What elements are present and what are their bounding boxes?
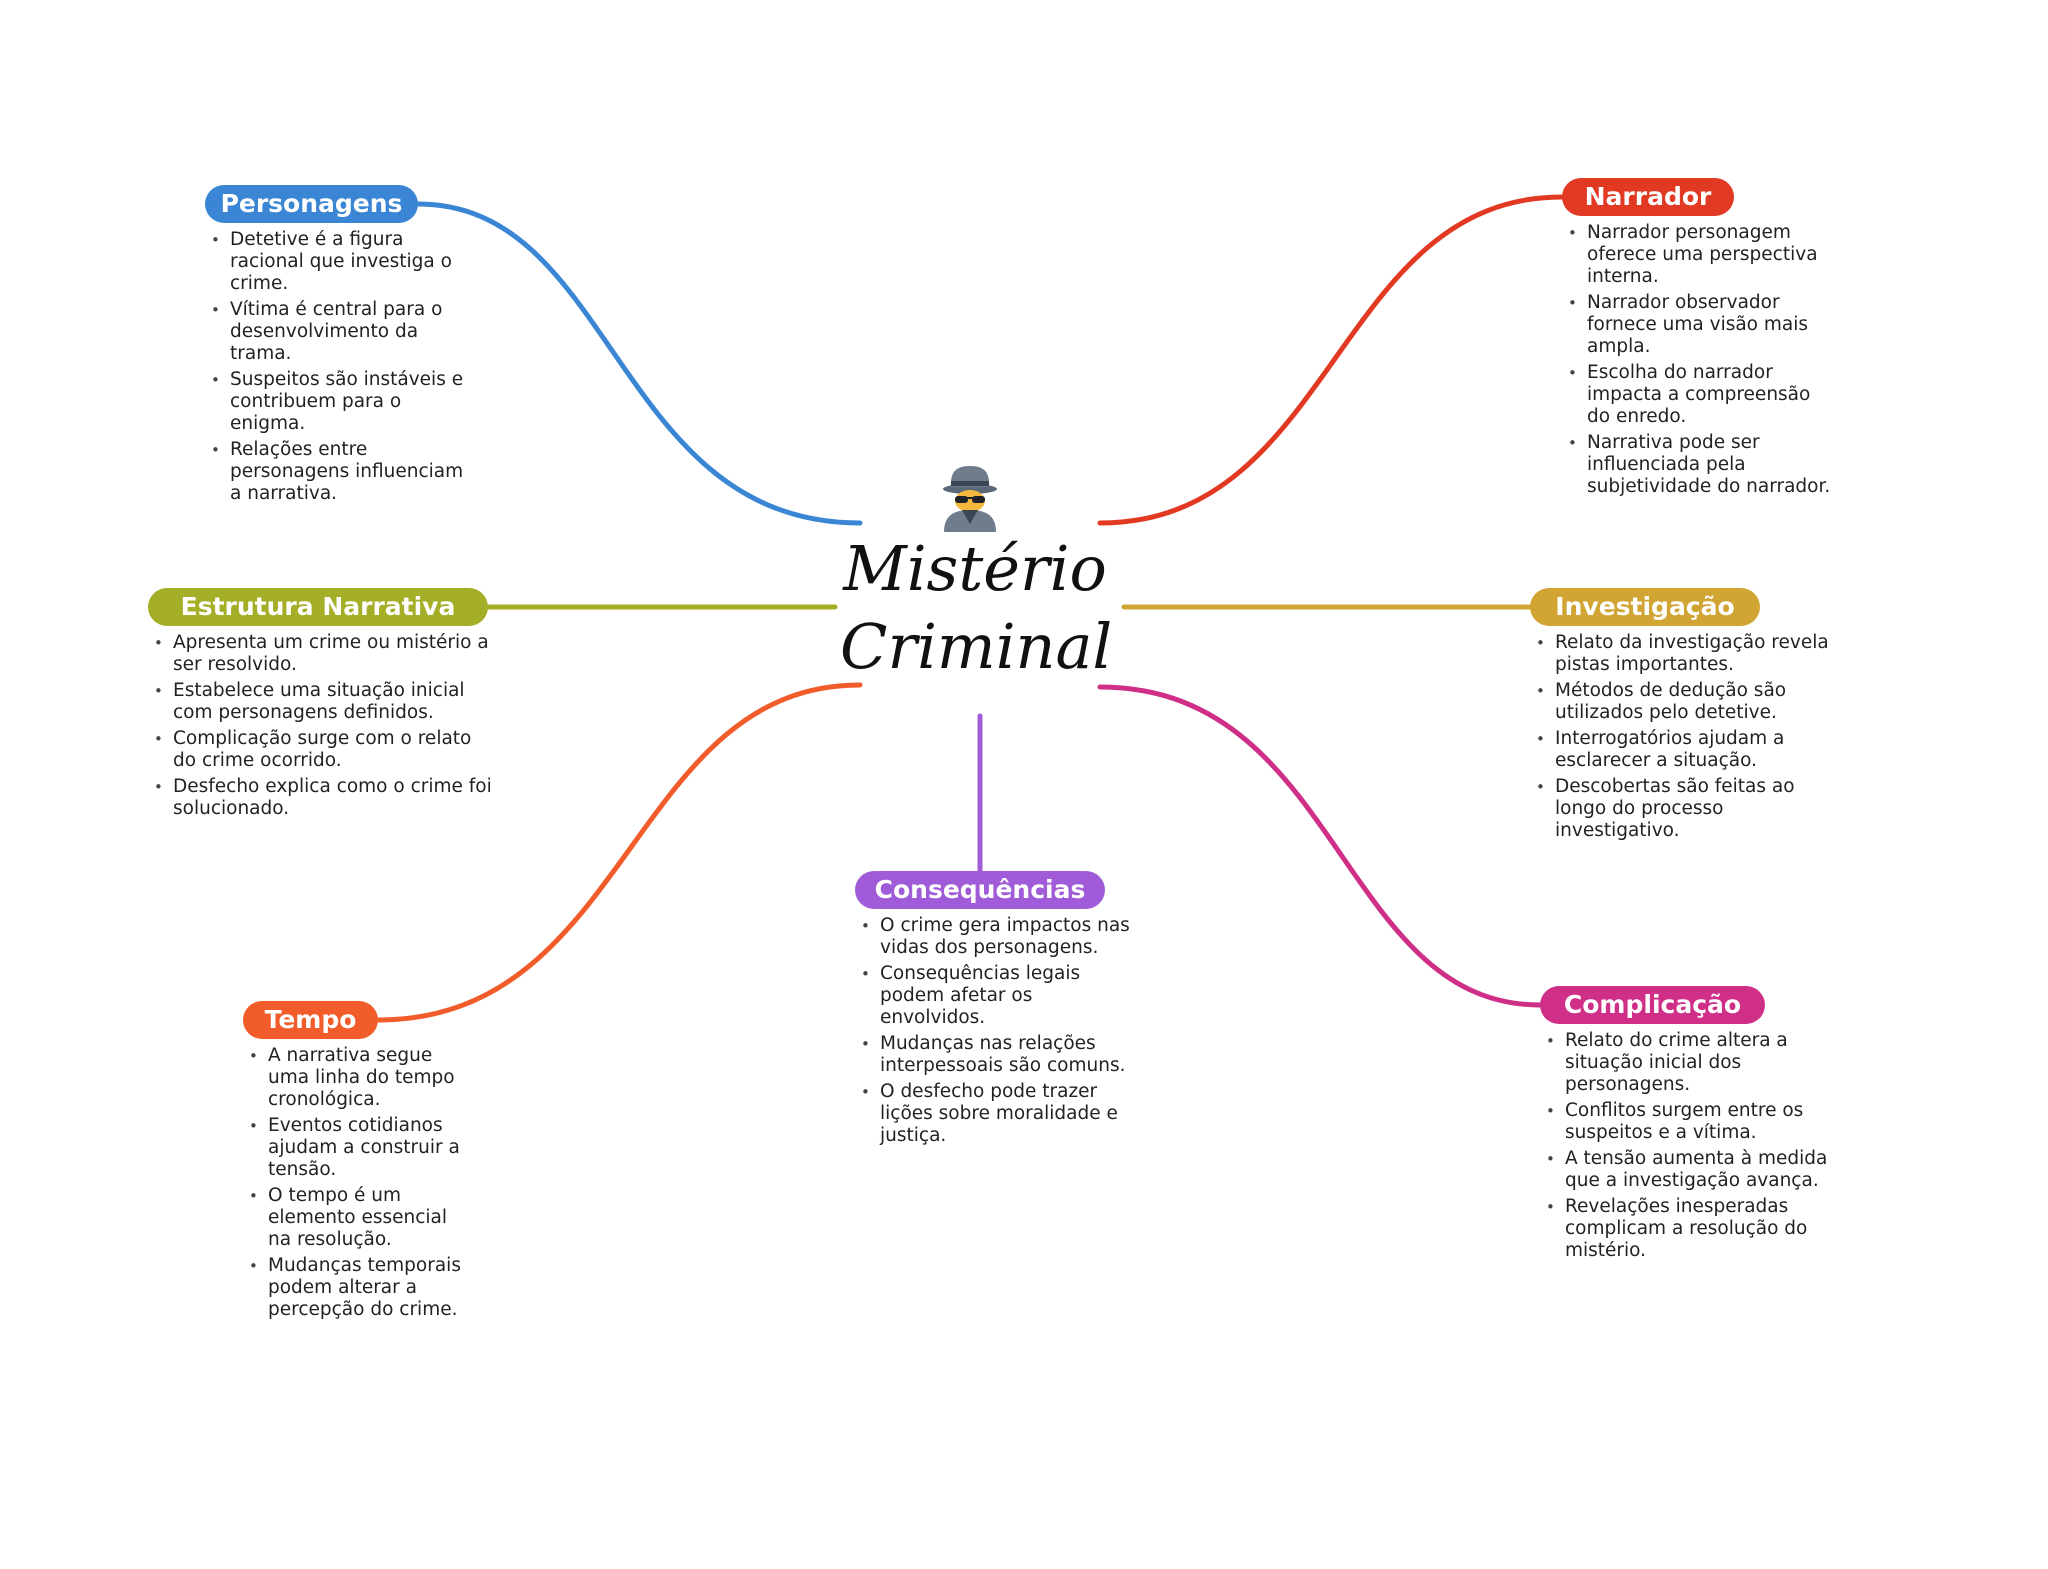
note-item: Descobertas são feitas ao longo do proce…: [1532, 776, 1832, 842]
notes-investigacao: Relato da investigação revela pistas imp…: [1532, 632, 1832, 846]
note-item: Estabelece uma situação inicial com pers…: [150, 680, 495, 724]
note-item: A narrativa segue uma linha do tempo cro…: [245, 1045, 470, 1111]
note-item: Narrador personagem oferece uma perspect…: [1564, 222, 1834, 288]
notes-consequencias: O crime gera impactos nas vidas dos pers…: [857, 915, 1142, 1151]
notes-estrutura-narrativa: Apresenta um crime ou mistério a ser res…: [150, 632, 495, 824]
note-item: Complicação surge com o relato do crime …: [150, 728, 495, 772]
note-item: Conflitos surgem entre os suspeitos e a …: [1542, 1100, 1832, 1144]
note-item: A tensão aumenta à medida que a investig…: [1542, 1148, 1832, 1192]
topic-estrutura-narrativa[interactable]: Estrutura Narrativa: [148, 588, 488, 626]
note-item: Suspeitos são instáveis e contribuem par…: [207, 369, 477, 435]
connector-complicacao: [1097, 684, 1543, 1008]
note-item: Interrogatórios ajudam a esclarecer a si…: [1532, 728, 1832, 772]
central-title-line1: Mistério: [843, 532, 1107, 605]
central-title-line2: Criminal: [840, 610, 1113, 683]
note-item: Detetive é a figura racional que investi…: [207, 229, 477, 295]
notes-tempo: A narrativa segue uma linha do tempo cro…: [245, 1045, 470, 1325]
note-item: Eventos cotidianos ajudam a construir a …: [245, 1115, 470, 1181]
topic-complicacao[interactable]: Complicação: [1540, 986, 1765, 1024]
connector-personagens: [415, 201, 863, 526]
note-item: Narrativa pode ser influenciada pela sub…: [1564, 432, 1834, 498]
note-item: Narrador observador fornece uma visão ma…: [1564, 292, 1834, 358]
detective-icon: [943, 466, 997, 532]
notes-complicacao: Relato do crime altera a situação inicia…: [1542, 1030, 1832, 1266]
notes-personagens: Detetive é a figura racional que investi…: [207, 229, 477, 509]
note-item: O tempo é um elemento essencial na resol…: [245, 1185, 470, 1251]
note-item: O crime gera impactos nas vidas dos pers…: [857, 915, 1142, 959]
note-item: Escolha do narrador impacta a compreensã…: [1564, 362, 1834, 428]
topic-investigacao[interactable]: Investigação: [1530, 588, 1760, 626]
note-item: Apresenta um crime ou mistério a ser res…: [150, 632, 495, 676]
topic-personagens[interactable]: Personagens: [205, 185, 418, 223]
note-item: Relato do crime altera a situação inicia…: [1542, 1030, 1832, 1096]
note-item: Relato da investigação revela pistas imp…: [1532, 632, 1832, 676]
topic-narrador[interactable]: Narrador: [1562, 178, 1734, 216]
note-item: Desfecho explica como o crime foi soluci…: [150, 776, 495, 820]
topic-tempo[interactable]: Tempo: [243, 1001, 378, 1039]
note-item: Mudanças temporais podem alterar a perce…: [245, 1255, 470, 1321]
notes-narrador: Narrador personagem oferece uma perspect…: [1564, 222, 1834, 502]
topic-consequencias[interactable]: Consequências: [855, 871, 1105, 909]
note-item: Vítima é central para o desenvolvimento …: [207, 299, 477, 365]
note-item: O desfecho pode trazer lições sobre mora…: [857, 1081, 1142, 1147]
note-item: Métodos de dedução são utilizados pelo d…: [1532, 680, 1832, 724]
note-item: Consequências legais podem afetar os env…: [857, 963, 1142, 1029]
connector-narrador: [1097, 194, 1565, 526]
central-topic[interactable]: Mistério Criminal: [840, 530, 1113, 686]
note-item: Mudanças nas relações interpessoais são …: [857, 1033, 1142, 1077]
note-item: Revelações inesperadas complicam a resol…: [1542, 1196, 1832, 1262]
connector-tempo: [375, 682, 863, 1023]
note-item: Relações entre personagens influenciam a…: [207, 439, 477, 505]
